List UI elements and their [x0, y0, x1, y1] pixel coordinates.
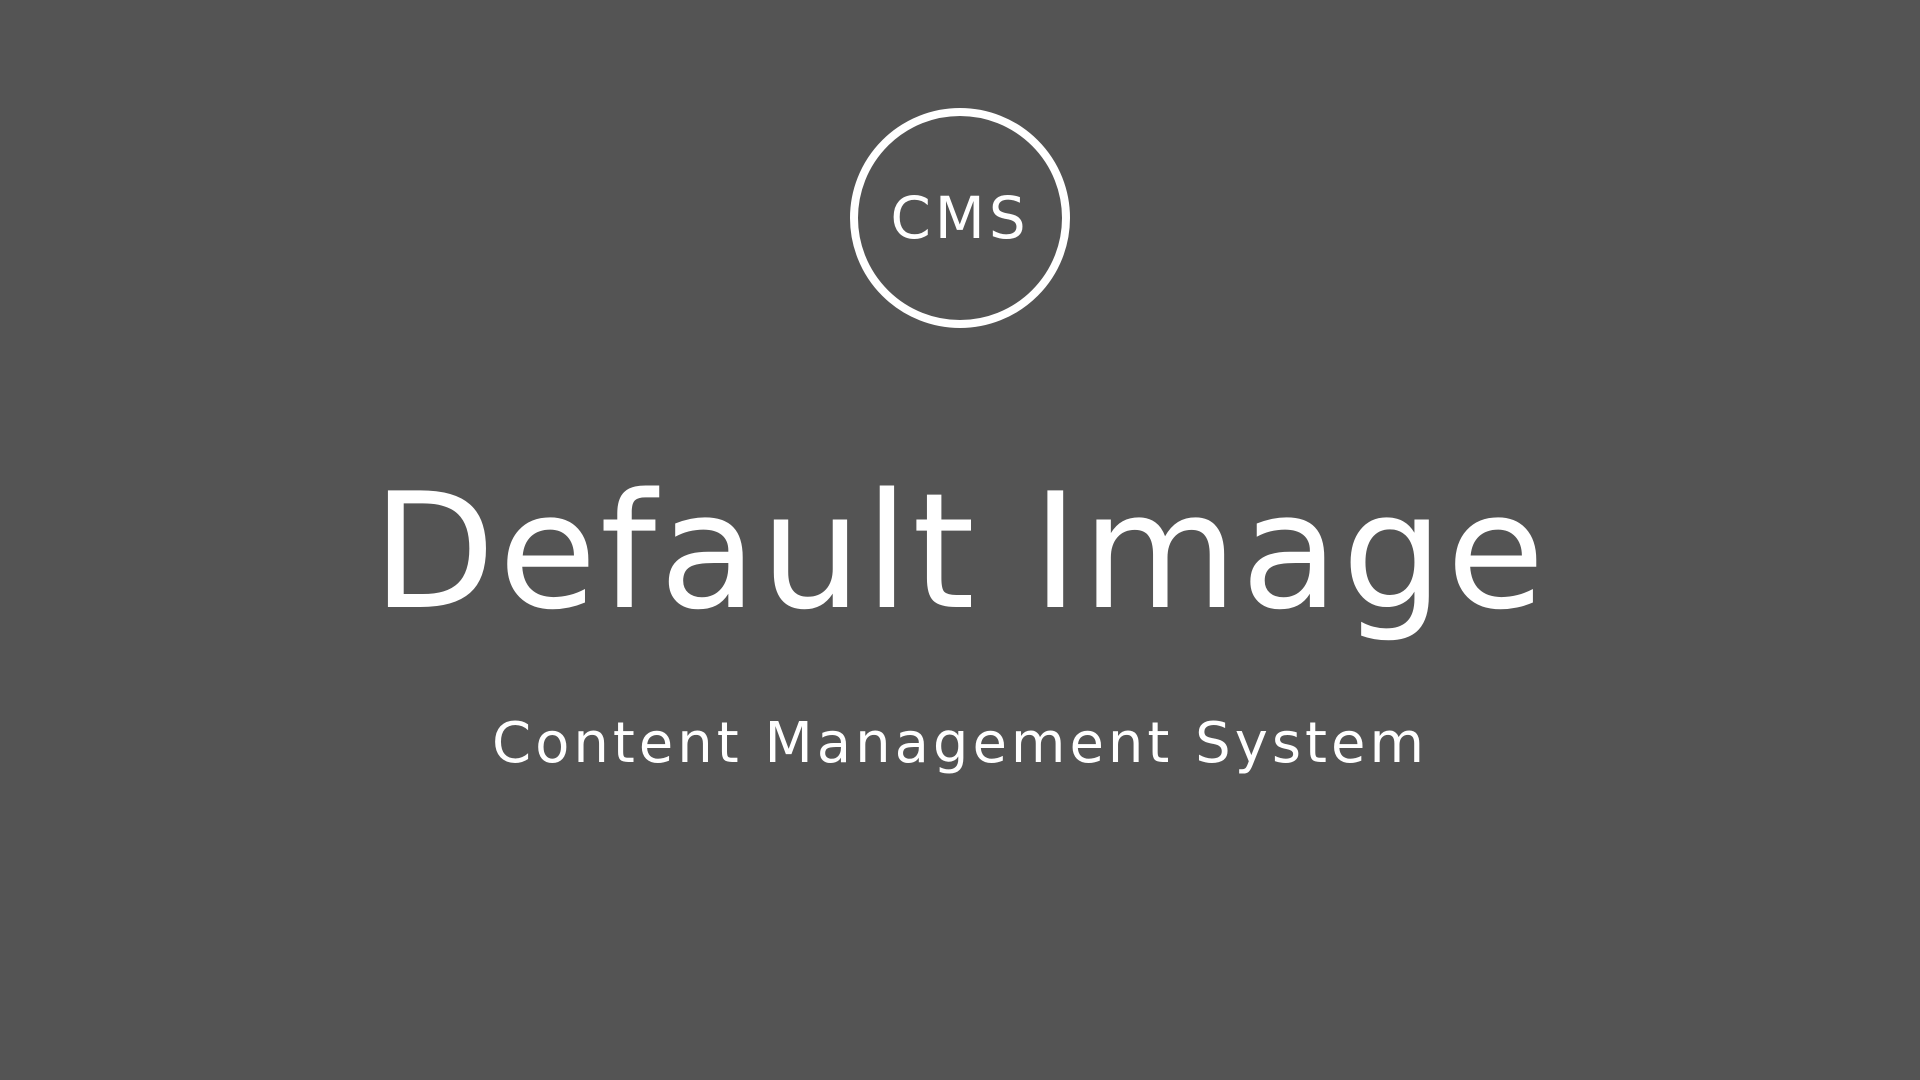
logo-text: CMS [890, 184, 1030, 252]
cms-logo-badge: CMS [850, 108, 1070, 328]
page-title: Default Image [372, 458, 1548, 645]
page-subtitle: Content Management System [491, 711, 1429, 776]
